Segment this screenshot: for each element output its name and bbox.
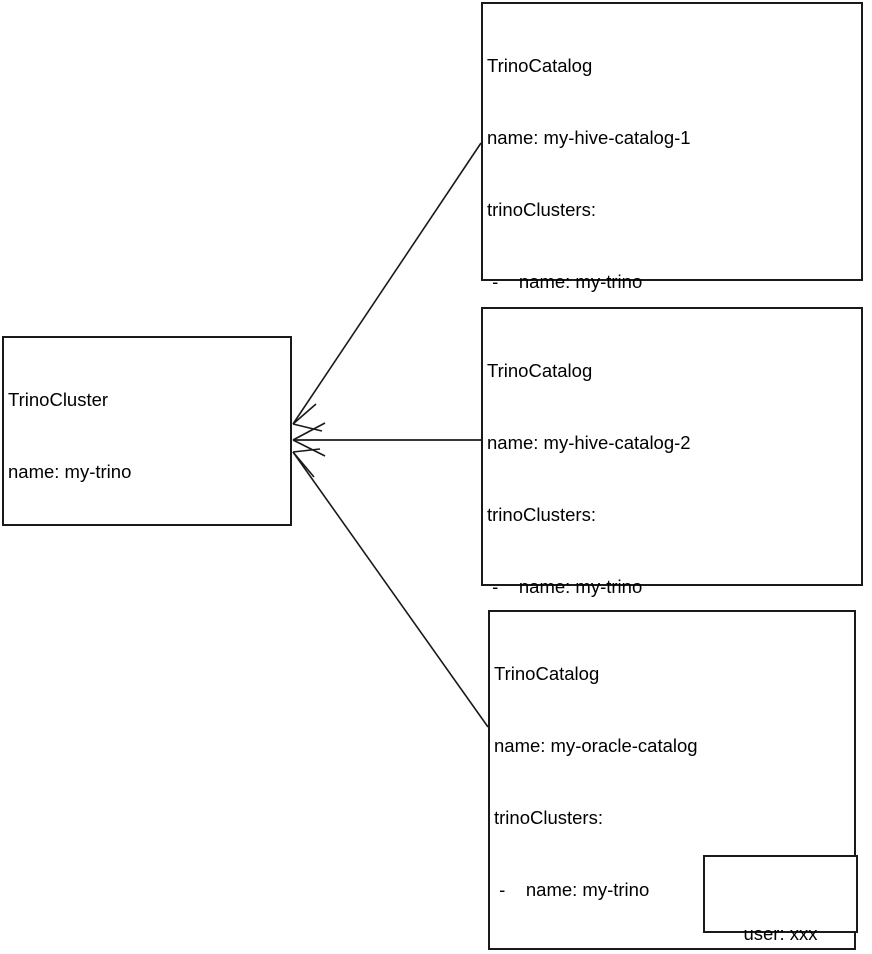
text-line: name: my-hive-catalog-2 xyxy=(487,432,691,453)
text-line: trinoClusters: xyxy=(494,807,603,828)
trino-catalog-box-hive-2[interactable]: TrinoCatalog name: my-hive-catalog-2 tri… xyxy=(481,307,863,885)
text-line: trinoClusters: xyxy=(487,199,596,220)
text-line: name: my-trino xyxy=(8,461,132,482)
connector-catalog2-to-cluster xyxy=(292,422,481,457)
trino-cluster-box-text: TrinoCluster name: my-trino xyxy=(8,340,288,532)
text-line: - name: my-trino xyxy=(487,271,643,292)
trino-catalog-box-oracle-text: TrinoCatalog name: my-oracle-catalog tri… xyxy=(494,614,852,954)
text-line: user: xxx xyxy=(743,923,818,944)
text-line: name: my-hive-catalog-1 xyxy=(487,127,691,148)
text-line: TrinoCluster xyxy=(8,389,109,410)
trino-cluster-box[interactable]: TrinoCluster name: my-trino xyxy=(2,336,292,526)
oracle-credentials-secret-box[interactable]: user: xxx password: xxx xyxy=(703,855,858,944)
connector-catalog3-to-cluster xyxy=(292,448,489,728)
text-line: TrinoCatalog xyxy=(487,360,593,381)
text-line: TrinoCatalog xyxy=(494,663,600,684)
connector-catalog1-to-cluster xyxy=(292,142,482,432)
trino-catalog-box-hive-1[interactable]: TrinoCatalog name: my-hive-catalog-1 tri… xyxy=(481,2,863,652)
text-line: trinoClusters: xyxy=(487,504,596,525)
text-line: TrinoCatalog xyxy=(487,55,593,76)
text-line: oracle: xyxy=(494,950,852,954)
text-line: name: my-oracle-catalog xyxy=(494,735,698,756)
text-line: - name: my-trino xyxy=(487,576,643,597)
oracle-credentials-secret-text: user: xxx password: xxx xyxy=(705,869,856,954)
text-line: - name: my-trino xyxy=(494,879,650,900)
